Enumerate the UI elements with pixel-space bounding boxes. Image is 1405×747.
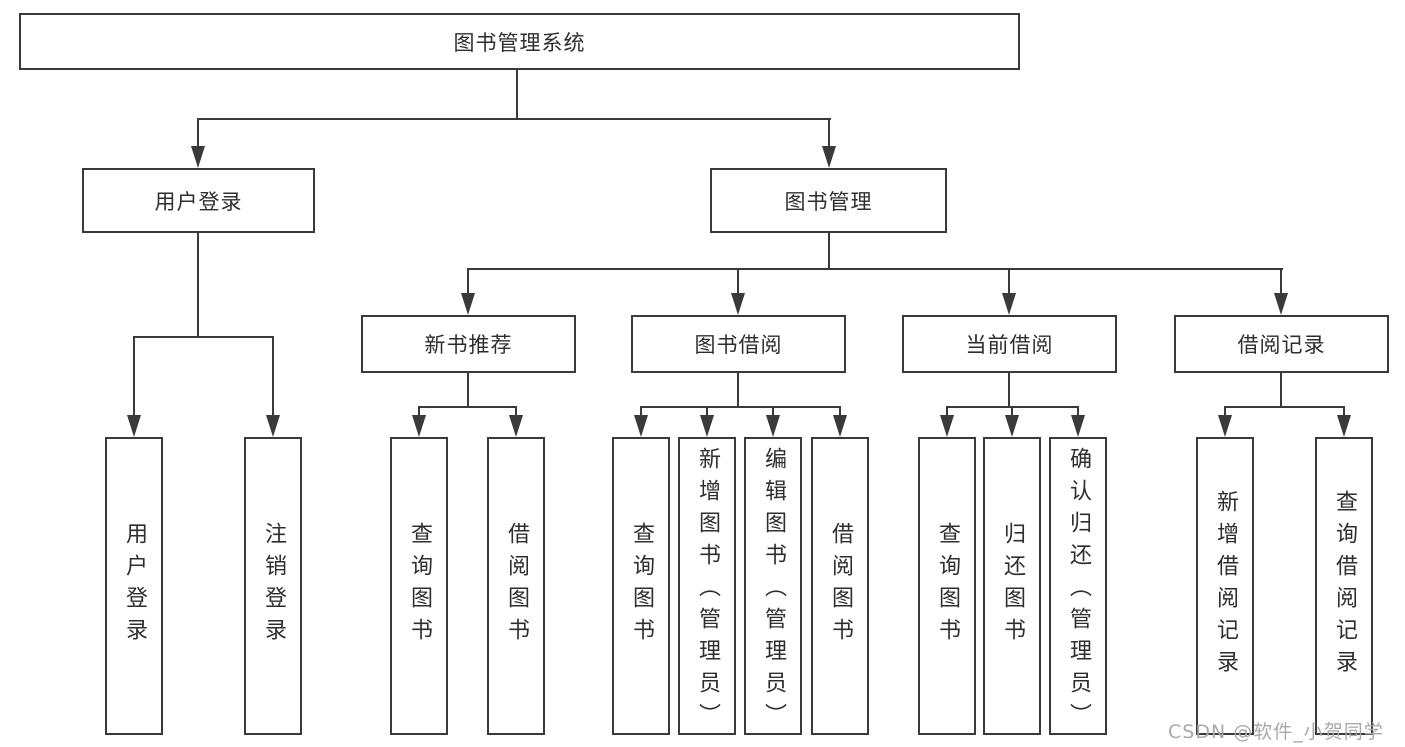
connector-line	[1343, 406, 1345, 417]
connector-line	[1224, 406, 1226, 417]
connector-line	[828, 233, 830, 268]
arrow-head-icon	[940, 415, 954, 437]
leaf-cb-confirm-return-admin-label: 确认归还（管理员）	[1066, 447, 1091, 735]
arrow-head-icon	[822, 146, 836, 168]
connector-line	[640, 406, 642, 417]
leaf-user-login: 用户登录	[105, 437, 163, 735]
leaf-rec-borrow-book: 借阅图书	[487, 437, 545, 735]
arrow-head-icon	[1005, 415, 1019, 437]
leaf-cb-return-book: 归还图书	[983, 437, 1041, 735]
connector-line	[828, 118, 830, 148]
node-root: 图书管理系统	[19, 13, 1020, 70]
leaf-rec-query-book-label: 查询图书	[407, 522, 432, 650]
arrow-head-icon	[191, 146, 205, 168]
connector-line	[1008, 268, 1010, 294]
connector-line	[706, 406, 708, 417]
arrow-head-icon	[766, 415, 780, 437]
csdn-watermark: CSDN @软件_小贺同学	[1168, 721, 1384, 743]
node-user-login: 用户登录	[82, 168, 315, 233]
arrow-head-icon	[731, 293, 745, 315]
leaf-cb-query-book: 查询图书	[918, 437, 976, 735]
connector-line	[467, 268, 469, 294]
arrow-head-icon	[833, 415, 847, 437]
connector-line	[1224, 406, 1345, 408]
connector-line	[1280, 268, 1282, 294]
connector-line	[839, 406, 841, 417]
connector-line	[1280, 373, 1282, 406]
leaf-bb-add-book-admin: 新增图书（管理员）	[678, 437, 736, 735]
connector-line	[1008, 373, 1010, 406]
arrow-head-icon	[1274, 293, 1288, 315]
connector-line	[737, 373, 739, 406]
connector-line	[133, 336, 135, 416]
node-user-login-label: 用户登录	[154, 189, 243, 214]
connector-line	[772, 406, 774, 417]
arrow-head-icon	[1337, 415, 1351, 437]
node-book-management-label: 图书管理	[784, 189, 873, 214]
leaf-bb-add-book-admin-label: 新增图书（管理员）	[695, 447, 720, 735]
connector-line	[197, 118, 199, 148]
node-borrowing-records: 借阅记录	[1174, 315, 1389, 373]
connector-line	[467, 373, 469, 406]
leaf-bb-edit-book-admin: 编辑图书（管理员）	[744, 437, 802, 735]
connector-line	[516, 70, 518, 118]
arrow-head-icon	[1002, 293, 1016, 315]
leaf-bb-borrow-book-label: 借阅图书	[828, 522, 853, 650]
leaf-logout: 注销登录	[244, 437, 302, 735]
arrow-head-icon	[461, 293, 475, 315]
connector-line	[272, 336, 274, 416]
connector-line	[515, 406, 517, 417]
leaf-br-add-record-label: 新增借阅记录	[1213, 490, 1238, 682]
leaf-bb-edit-book-admin-label: 编辑图书（管理员）	[761, 447, 786, 735]
leaf-user-login-label: 用户登录	[122, 522, 147, 650]
leaf-bb-borrow-book: 借阅图书	[811, 437, 869, 735]
leaf-rec-query-book: 查询图书	[390, 437, 448, 735]
node-current-borrowing: 当前借阅	[902, 315, 1117, 373]
leaf-br-query-record-label: 查询借阅记录	[1332, 490, 1357, 682]
arrow-head-icon	[1218, 415, 1232, 437]
connector-line	[737, 268, 739, 294]
leaf-bb-query-book: 查询图书	[612, 437, 670, 735]
node-new-book-recommend: 新书推荐	[361, 315, 576, 373]
connector-line	[946, 406, 948, 417]
leaf-cb-confirm-return-admin: 确认归还（管理员）	[1049, 437, 1107, 735]
arrow-head-icon	[634, 415, 648, 437]
leaf-logout-label: 注销登录	[261, 522, 286, 650]
connector-line	[1011, 406, 1013, 417]
arrow-head-icon	[1071, 415, 1085, 437]
node-borrowing-records-label: 借阅记录	[1237, 333, 1326, 357]
leaf-cb-query-book-label: 查询图书	[935, 522, 960, 650]
arrow-head-icon	[266, 415, 280, 437]
arrow-head-icon	[509, 415, 523, 437]
node-root-label: 图书管理系统	[453, 30, 586, 55]
node-book-borrowing-label: 图书借阅	[694, 333, 783, 357]
connector-line	[197, 118, 831, 120]
leaf-rec-borrow-book-label: 借阅图书	[504, 522, 529, 650]
leaf-br-query-record: 查询借阅记录	[1315, 437, 1373, 735]
leaf-cb-return-book-label: 归还图书	[1000, 522, 1025, 650]
connector-line	[467, 268, 1283, 270]
connector-line	[1077, 406, 1079, 417]
arrow-head-icon	[412, 415, 426, 437]
arrow-head-icon	[700, 415, 714, 437]
connector-line	[418, 406, 517, 408]
leaf-bb-query-book-label: 查询图书	[629, 522, 654, 650]
node-book-borrowing: 图书借阅	[631, 315, 846, 373]
connector-line	[133, 336, 274, 338]
node-current-borrowing-label: 当前借阅	[965, 333, 1054, 357]
connector-line	[418, 406, 420, 417]
connector-line	[640, 406, 841, 408]
connector-line	[197, 233, 199, 336]
node-book-management: 图书管理	[710, 168, 947, 233]
node-new-book-recommend-label: 新书推荐	[424, 333, 513, 357]
leaf-br-add-record: 新增借阅记录	[1196, 437, 1254, 735]
arrow-head-icon	[127, 415, 141, 437]
